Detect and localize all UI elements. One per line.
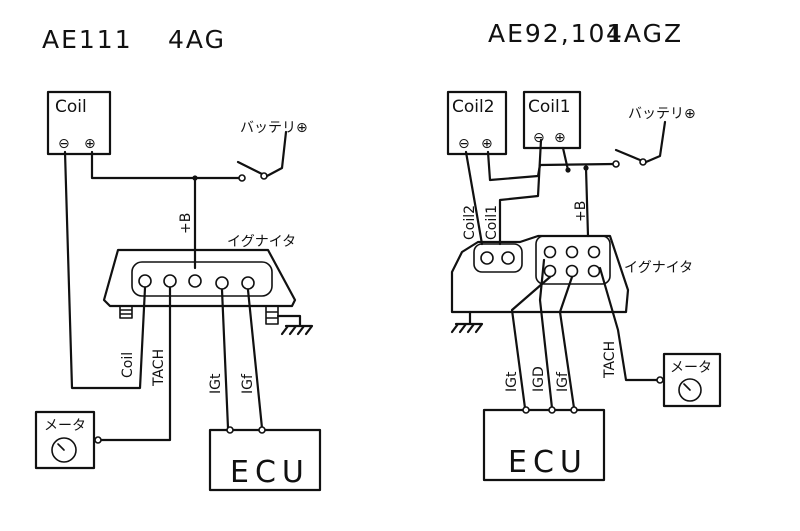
right-igf-wire-label: IGf	[555, 371, 571, 392]
left-coil-wire-label: Coil	[120, 352, 136, 378]
right-coil1-plus-terminal: ⊕	[554, 130, 566, 146]
right-coil1-label: Coil1	[528, 97, 571, 117]
right-switch-contact-a	[612, 160, 620, 168]
left-coil-box	[46, 90, 112, 156]
left-coil-wire	[63, 150, 147, 390]
right-meter-label: メータ	[670, 360, 712, 376]
right-coil2-label: Coil2	[452, 97, 495, 117]
right-igniter-pin-coil2	[480, 251, 494, 265]
right-igniter-signal-connector	[535, 235, 611, 285]
left-igt-wire	[220, 288, 230, 430]
right-coil1-plus-wire	[561, 146, 570, 172]
right-switch-blade	[614, 148, 642, 162]
right-ecu-label: ECU	[508, 445, 588, 480]
right-ecu-terminal-igf	[570, 406, 578, 414]
left-igniter-bolt-left	[119, 305, 133, 319]
right-ecu-terminal-igt	[522, 406, 530, 414]
right-coil1-wire-label: Coil1	[484, 205, 500, 240]
left-igniter-pin-igf	[241, 276, 255, 290]
left-igniter-bolt-right	[265, 305, 279, 325]
right-coil2-minus-terminal: ⊖	[458, 136, 470, 152]
right-meter-gauge-icon	[678, 378, 702, 402]
right-igniter-pin-coil1	[501, 251, 515, 265]
right-tach-wire-label: TACH	[602, 341, 618, 379]
left-coil-minus-terminal: ⊖	[58, 136, 70, 152]
left-battery-wire	[265, 130, 288, 178]
left-tach-wire	[98, 286, 172, 442]
left-title-model: AE111	[42, 25, 133, 54]
left-plus-b-label: +B	[178, 213, 194, 234]
right-battery-wire	[644, 120, 667, 164]
left-igniter-connector	[131, 261, 273, 297]
left-igf-wire	[246, 288, 264, 430]
left-coil-plus-terminal: ⊕	[84, 136, 96, 152]
left-coil-label: Coil	[55, 97, 87, 117]
left-meter-label: メータ	[44, 418, 86, 434]
left-switch-blade	[236, 160, 264, 176]
right-junction-dot-a	[565, 167, 571, 173]
right-ecu-box	[482, 408, 606, 482]
left-igniter-pin-igt	[215, 276, 229, 290]
left-igniter-label: イグナイタ	[227, 234, 296, 250]
left-meter-box	[34, 410, 96, 470]
right-plus-b-wire	[538, 162, 616, 167]
left-meter-terminal	[94, 436, 102, 444]
right-tach-wire	[598, 266, 660, 382]
left-igniter-pin-coil	[138, 274, 152, 288]
right-coil2-plus-terminal: ⊕	[481, 136, 493, 152]
right-igniter-label: イグナイタ	[624, 260, 693, 276]
left-ecu-terminal-igf	[258, 426, 266, 434]
left-igniter-pin-tach	[163, 274, 177, 288]
right-igd-wire-label: IGD	[531, 366, 547, 392]
right-ground-symbol	[450, 310, 484, 334]
right-igniter-pin-1	[543, 245, 557, 259]
left-igniter-body	[102, 248, 297, 308]
left-plus-b-wire	[90, 150, 242, 180]
right-meter-box	[662, 352, 722, 408]
left-igt-wire-label: IGt	[208, 373, 224, 394]
right-igf-wire	[558, 275, 576, 410]
right-ecu-terminal-igd	[548, 406, 556, 414]
right-coil2-plus-wire	[486, 150, 542, 182]
left-ecu-terminal-igt	[226, 426, 234, 434]
left-meter-gauge-icon	[51, 437, 77, 463]
right-plus-b-label: +B	[573, 201, 589, 222]
right-coil1-minus-wire	[498, 138, 543, 246]
right-igt-wire-label: IGt	[504, 371, 520, 392]
left-ecu-label: ECU	[230, 455, 310, 490]
right-title-model: AE92,101	[488, 19, 624, 48]
left-diagram: AE111 4AG Coil ⊖ ⊕ バッテリ⊕ +B イグナイタ	[34, 25, 322, 492]
right-diagram: AE92,101 4AGZ Coil2 ⊖ ⊕ Coil1 ⊖ ⊕ バッテリ⊕ …	[446, 19, 722, 482]
right-meter-terminal	[656, 376, 664, 384]
right-coil2-minus-wire	[464, 150, 484, 246]
right-igniter-coil-connector	[473, 243, 523, 273]
right-coil1-minus-terminal: ⊖	[533, 130, 545, 146]
right-igniter-pin-plus-b	[587, 245, 601, 259]
left-meter-needle	[57, 443, 65, 451]
left-title-engine: 4AG	[168, 25, 226, 54]
right-title-engine: 4AGZ	[606, 19, 683, 48]
right-battery-label: バッテリ⊕	[628, 106, 696, 122]
left-ground-symbol	[276, 314, 314, 336]
right-igt-wire	[510, 275, 552, 410]
right-igniter-body	[450, 234, 630, 314]
left-switch-contact-a	[238, 174, 246, 182]
right-igniter-pin-igt	[543, 264, 557, 278]
right-plus-b-drop	[584, 166, 590, 238]
right-meter-needle	[683, 383, 691, 391]
left-igf-wire-label: IGf	[240, 373, 256, 394]
left-battery-label: バッテリ⊕	[240, 120, 308, 136]
right-coil2-box	[446, 90, 508, 156]
right-igniter-pin-igf	[565, 264, 579, 278]
left-igniter-pin-plus-b	[188, 274, 202, 288]
right-igd-wire	[538, 258, 554, 410]
right-igniter-pin-2	[565, 245, 579, 259]
right-coil2-wire-label: Coil2	[462, 205, 478, 240]
left-tach-wire-label: TACH	[151, 349, 167, 387]
right-igniter-pin-tach	[587, 264, 601, 278]
right-coil1-box	[522, 90, 582, 150]
